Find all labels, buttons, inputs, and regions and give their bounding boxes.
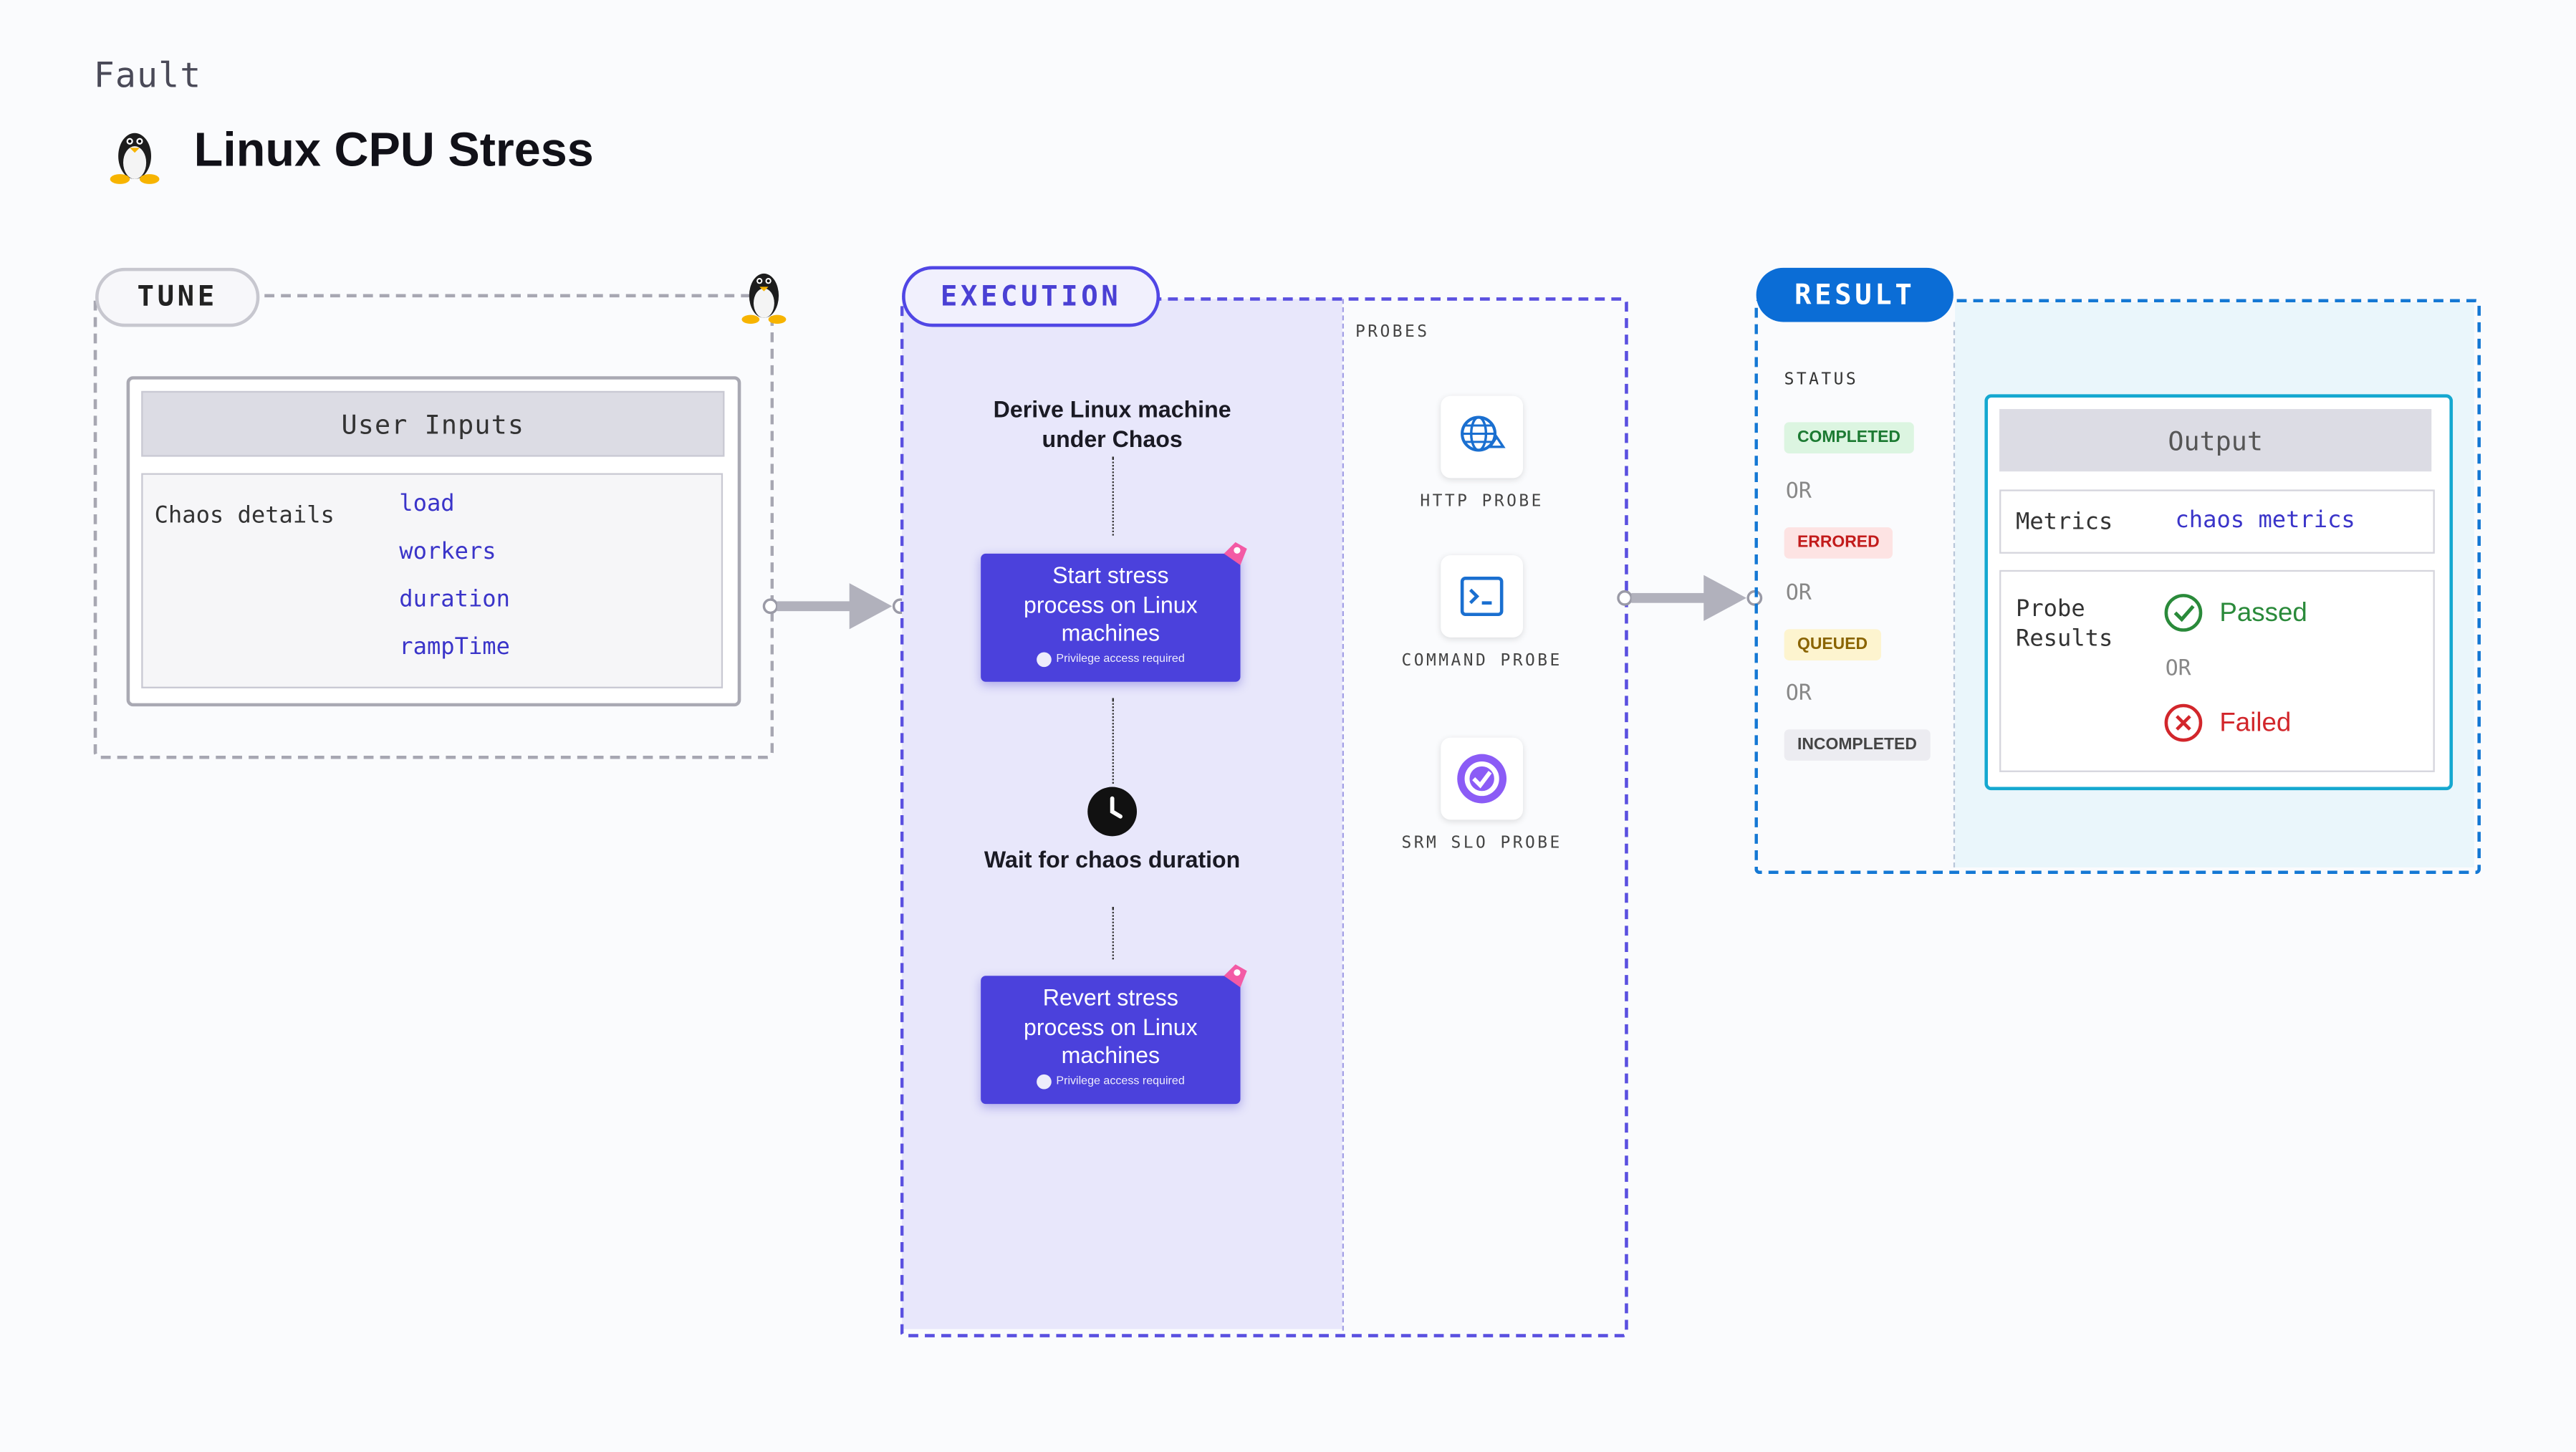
status-title: STATUS [1784,371,1859,390]
status-badge-queued: QUEUED [1784,629,1881,660]
step-wait-duration: Wait for chaos duration [984,846,1241,872]
user-inputs-body [141,473,724,688]
page-title: Linux CPU Stress [193,125,594,178]
chaos-details-label: Chaos details [154,502,335,529]
privilege-note: Privilege access required [1056,653,1185,665]
execution-panel [900,297,1628,1337]
linux-tux-icon [102,122,168,196]
tune-pill: TUNE [95,267,260,327]
probe-srm-slo-label: SRM SLO PROBE [1401,835,1562,853]
metrics-label: Metrics [2016,509,2113,536]
step-revert-stress-label: Revert stress process on Linux machines [1023,984,1198,1068]
connector [1112,906,1114,960]
chaos-tag-icon [1221,961,1250,999]
terminal-icon [1441,555,1523,638]
probe-http-label: HTTP PROBE [1420,493,1544,511]
x-circle-icon [2163,703,2203,751]
connector [1112,698,1114,784]
or-separator: OR [1785,681,1812,707]
status-badge-completed: COMPLETED [1784,422,1914,453]
metrics-row [1999,489,2435,554]
linux-tux-icon [734,263,794,337]
output-title: Output [1999,409,2432,472]
kicker: Fault [93,55,202,96]
status-badge-errored: ERRORED [1784,527,1893,559]
param-duration: duration [399,586,510,613]
arrow-right-icon [761,578,912,642]
step-start-stress-card: Start stress process on Linux machines P… [981,553,1241,682]
param-workers: workers [399,539,496,565]
result-panel [1754,299,2481,875]
status-badge-incompleted: INCOMPLETED [1784,729,1931,761]
result-divider [1953,322,1956,867]
failed-label: Failed [2219,709,2292,738]
passed-label: Passed [2219,600,2307,628]
metrics-value: chaos metrics [2175,507,2355,534]
or-separator: OR [1785,581,1812,607]
step-derive-machine: Derive Linux machine under Chaos [993,395,1231,452]
lock-icon [1036,651,1052,666]
arrow-right-icon [1615,570,1766,634]
param-load: load [399,491,455,518]
check-circle-icon [2163,593,2203,641]
chaos-tag-icon [1221,539,1250,577]
tune-panel [93,294,774,759]
step-revert-stress-card: Revert stress process on Linux machines … [981,976,1241,1105]
probe-results-label: Probe Results [2016,596,2113,653]
execution-pill: EXECUTION [902,266,1160,327]
or-separator: OR [2165,657,2191,682]
slo-icon [1441,737,1523,820]
param-ramptime: rampTime [399,634,510,660]
probes-title: PROBES [1355,323,1430,342]
execution-divider [1342,299,1345,1331]
lock-icon [1036,1073,1052,1089]
clock-icon [1086,785,1138,846]
user-inputs-title: User Inputs [141,390,725,457]
globe-icon [1441,395,1523,479]
result-pill: RESULT [1756,267,1953,322]
connector [1112,456,1114,536]
step-start-stress-label: Start stress process on Linux machines [1023,562,1198,646]
privilege-note: Privilege access required [1056,1075,1185,1087]
or-separator: OR [1785,479,1812,505]
probe-command-label: COMMAND PROBE [1401,652,1562,670]
probe-results-row [1999,569,2435,772]
